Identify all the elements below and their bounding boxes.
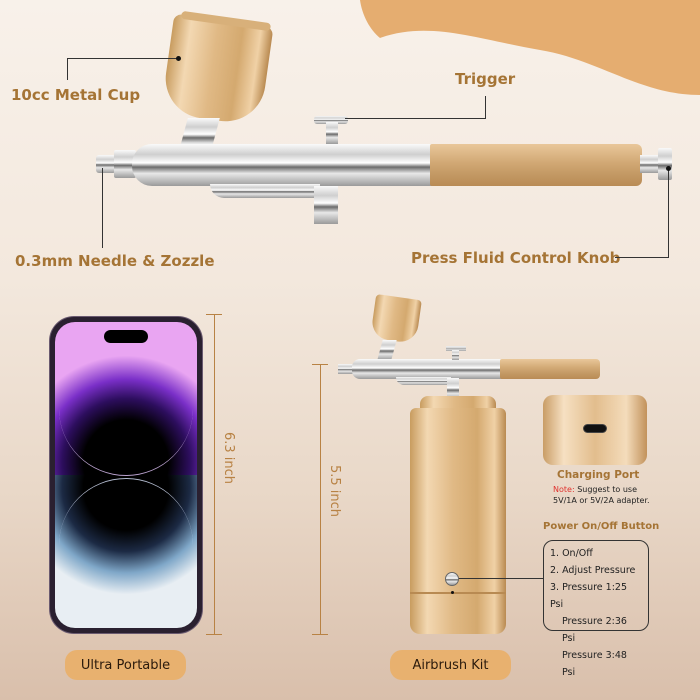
phone-screen — [55, 322, 197, 628]
fluid-knob-image — [658, 148, 672, 180]
metal-cup-image — [160, 13, 274, 127]
kit-cup — [370, 294, 422, 344]
kit-cup-neck — [377, 340, 397, 360]
phone-height-label: 6.3 inch — [221, 432, 236, 485]
power-button-image — [445, 572, 459, 586]
charging-port-note: Note: Suggest to use 5V/1A or 5V/2A adap… — [553, 484, 650, 506]
power-button-info-box: 1. On/Off 2. Adjust Pressure 3. Pressure… — [543, 540, 649, 678]
decorative-wave — [360, 0, 700, 95]
trigger-label: Trigger — [455, 70, 516, 88]
metal-cup-label: 10cc Metal Cup — [11, 86, 141, 104]
airbrush-gold-handle — [430, 144, 642, 186]
kit-inlet — [447, 378, 459, 400]
power-item-3: 3. Pressure 1:25 Psi — [550, 582, 628, 610]
air-inlet — [314, 186, 338, 224]
fluid-knob-dot — [666, 166, 671, 171]
fluid-knob-leader-v — [668, 168, 669, 258]
nozzle-tip — [96, 155, 116, 173]
power-button-leader — [459, 578, 543, 579]
phone-dim-bottom-cap — [206, 634, 222, 635]
power-item-5: Pressure 3:48 Psi — [562, 650, 627, 678]
airbrush-handle-guard — [210, 184, 320, 198]
fluid-knob-shaft — [640, 155, 662, 173]
phone-dim-line — [214, 314, 215, 634]
note-text-line1: Suggest to use — [577, 485, 637, 494]
power-item-1: 1. On/Off — [550, 548, 593, 559]
kit-height-label: 5.5 inch — [327, 465, 342, 518]
kit-guard — [396, 377, 451, 385]
fluid-knob-label: Press Fluid Control Knob — [411, 249, 621, 267]
metal-cup-leader-h — [67, 58, 179, 59]
kit-trigger — [446, 346, 466, 351]
trigger-image — [314, 116, 348, 124]
charging-port-title: Charging Port — [557, 469, 640, 481]
kit-compressor-top — [420, 396, 496, 410]
charging-port-image — [543, 395, 647, 465]
power-item-4: Pressure 2:36 Psi — [562, 616, 627, 644]
kit-dim-bottom-cap — [312, 634, 328, 635]
trigger-stem — [326, 122, 338, 144]
needle-label: 0.3mm Needle & Zozzle — [15, 252, 215, 270]
ultra-portable-badge: Ultra Portable — [65, 650, 186, 680]
dynamic-island — [104, 330, 148, 343]
usb-c-port-icon — [583, 424, 607, 433]
kit-compressor-band — [410, 592, 506, 594]
trigger-leader-v — [485, 96, 486, 118]
kit-compressor-body — [410, 408, 506, 634]
power-led-dot — [451, 591, 454, 594]
trigger-leader-h — [345, 118, 486, 119]
kit-body — [352, 359, 502, 379]
airbrush-body — [132, 144, 432, 186]
kit-trigger-stem — [452, 350, 459, 360]
metal-cup-dot — [176, 56, 181, 61]
power-item-2: 2. Adjust Pressure — [550, 565, 636, 576]
power-button-title: Power On/Off Button — [543, 521, 660, 532]
note-label: Note: — [553, 485, 575, 494]
airbrush-kit-badge: Airbrush Kit — [390, 650, 511, 680]
smartphone-comparison-image — [50, 317, 202, 633]
fluid-knob-leader-h — [615, 257, 669, 258]
note-text-line2: 5V/1A or 5V/2A adapter. — [553, 496, 650, 505]
metal-cup-leader-v — [67, 58, 68, 80]
needle-leader-v — [102, 168, 103, 248]
kit-gold-handle — [500, 359, 600, 379]
kit-nozzle — [338, 364, 354, 374]
kit-dim-line — [320, 364, 321, 634]
nozzle-cap — [114, 150, 136, 178]
